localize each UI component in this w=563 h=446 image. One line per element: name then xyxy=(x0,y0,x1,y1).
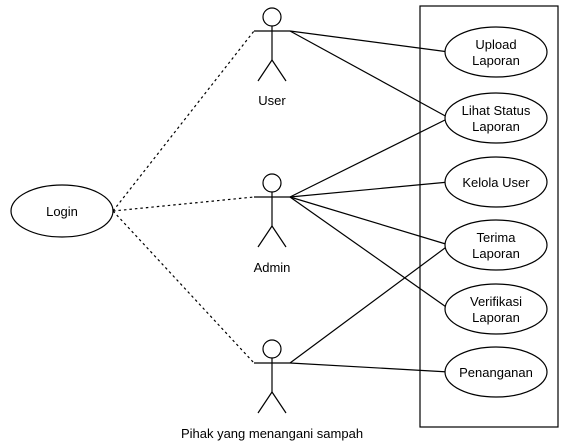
use-case-label: Penanganan xyxy=(459,365,533,380)
use-case-ellipse xyxy=(444,346,548,398)
use-case-label: Laporan xyxy=(472,246,520,261)
use-case-label: Laporan xyxy=(472,310,520,325)
actor-left-leg-icon xyxy=(257,225,273,248)
actor-right-leg-icon xyxy=(271,225,287,248)
actor-left-leg-icon xyxy=(257,391,273,414)
use-case-ellipse xyxy=(444,92,548,144)
actor-label: Pihak yang menangani sampah xyxy=(181,426,363,441)
login-ellipse xyxy=(10,184,114,238)
login-link-pihak xyxy=(112,210,255,364)
login-link-admin xyxy=(112,196,255,212)
actor-head-icon xyxy=(262,339,282,359)
system-boundary xyxy=(419,5,559,428)
use-case-penanganan[interactable]: Penanganan xyxy=(444,346,548,398)
association-pihak-penanganan xyxy=(289,362,450,373)
use-case-label: Terima xyxy=(476,230,516,245)
association-admin-kelola xyxy=(289,181,450,198)
actor-label: User xyxy=(258,93,286,108)
use-case-ellipse xyxy=(444,219,548,271)
association-user-lihat xyxy=(289,30,450,119)
use-case-ellipse xyxy=(444,283,548,335)
use-case-ellipse xyxy=(444,156,548,208)
login-link-user xyxy=(112,30,255,212)
association-admin-terima xyxy=(289,196,450,246)
actor-pihak[interactable]: Pihak yang menangani sampah xyxy=(181,339,363,441)
actor-right-leg-icon xyxy=(271,59,287,82)
use-case-label: Lihat Status xyxy=(462,103,531,118)
association-admin-verifikasi xyxy=(289,196,450,310)
actor-user[interactable]: User xyxy=(254,7,290,108)
actor-left-leg-icon xyxy=(257,59,273,82)
login-label: Login xyxy=(46,204,78,219)
use-case-label: Laporan xyxy=(472,119,520,134)
association-admin-lihat xyxy=(289,117,450,198)
use-case-label: Kelola User xyxy=(462,175,530,190)
actor-right-leg-icon xyxy=(271,391,287,414)
association-pihak-terima xyxy=(289,244,450,364)
association-user-upload xyxy=(289,30,450,53)
use-case-label: Verifikasi xyxy=(470,294,522,309)
use-case-ellipse xyxy=(444,26,548,78)
actor-label: Admin xyxy=(254,260,291,275)
use-case-kelola[interactable]: Kelola User xyxy=(444,156,548,208)
actor-head-icon xyxy=(262,7,282,27)
use-case-label: Laporan xyxy=(472,53,520,68)
use-case-label: Upload xyxy=(475,37,516,52)
actor-admin[interactable]: Admin xyxy=(254,173,291,275)
actor-head-icon xyxy=(262,173,282,193)
login-use-case[interactable]: Login xyxy=(10,184,114,238)
